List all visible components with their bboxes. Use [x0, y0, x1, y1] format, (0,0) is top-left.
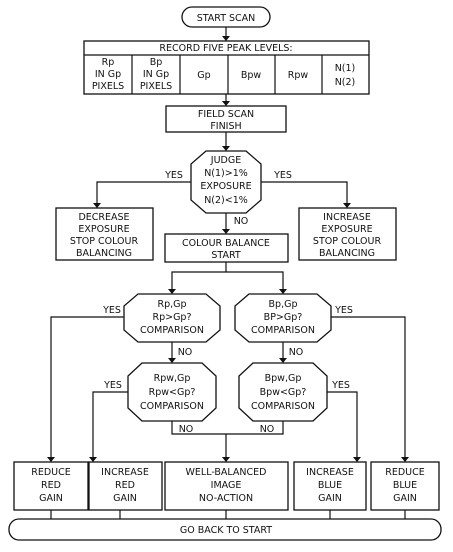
red-upper-line2: Rp>Gp? — [152, 312, 191, 323]
reduce-red-line1: REDUCE — [31, 467, 71, 478]
reduce-blue-gain-box: REDUCE BLUE GAIN — [370, 461, 440, 511]
reduce-blue-line1: REDUCE — [385, 467, 425, 478]
red-upper-no-label: NO — [178, 347, 193, 358]
blue-lower-no-label: NO — [260, 424, 275, 435]
well-balanced-line2: IMAGE — [211, 480, 242, 491]
blue-lower-yes-label: YES — [331, 380, 350, 391]
increase-red-gain-box: INCREASE RED GAIN — [88, 461, 163, 511]
record-cell-bpw: Bpw — [241, 70, 262, 81]
reduce-red-line3: GAIN — [39, 493, 63, 504]
judge-line4: N(2)<1% — [204, 195, 248, 206]
judge-exposure-decision: JUDGE N(1)>1% EXPOSURE N(2)<1% YES YES N… — [164, 150, 292, 227]
blue-upper-line3: COMPARISON — [251, 325, 315, 336]
increase-blue-line3: GAIN — [318, 493, 342, 504]
record-title: RECORD FIVE PEAK LEVELS: — [159, 43, 292, 54]
decrease-exposure-box: DECREASE EXPOSURE STOP COLOUR BALANCING — [55, 207, 154, 261]
record-cell-rpw: Rpw — [288, 70, 309, 81]
red-lower-line1: Rpw,Gp — [154, 373, 191, 384]
increase-red-line1: INCREASE — [101, 467, 149, 478]
red-lower-line2: Rpw<Gp? — [149, 387, 196, 398]
judge-no-label: NO — [234, 216, 249, 227]
increase-red-line2: RED — [115, 480, 135, 491]
decrease-exposure-line3: STOP COLOUR — [70, 236, 139, 247]
reduce-red-line2: RED — [41, 480, 61, 491]
decrease-exposure-line1: DECREASE — [78, 212, 129, 223]
record-cell-bp-line1: Bp — [150, 57, 163, 68]
well-balanced-line1: WELL-BALANCED — [186, 467, 267, 478]
blue-white-comparison-decision: Bpw,Gp Bpw<Gp? COMPARISON YES NO — [238, 362, 350, 435]
field-scan-line1: FIELD SCAN — [198, 109, 254, 120]
red-lower-line3: COMPARISON — [140, 401, 204, 412]
record-cell-rp-line3: PIXELS — [92, 81, 124, 92]
judge-yes-left-label: YES — [164, 170, 183, 181]
red-upper-line3: COMPARISON — [140, 325, 204, 336]
blue-upper-line1: Bp,Gp — [269, 299, 298, 310]
decrease-exposure-line2: EXPOSURE — [78, 224, 129, 235]
blue-upper-line2: BP>Gp? — [264, 312, 303, 323]
field-scan-finish-box: FIELD SCAN FINISH — [165, 105, 287, 133]
arrow-heads — [47, 36, 409, 462]
blue-lower-line1: Bpw,Gp — [265, 373, 302, 384]
judge-line2: N(1)>1% — [204, 168, 248, 179]
field-scan-line2: FINISH — [210, 121, 241, 132]
record-cell-gp: Gp — [197, 70, 210, 81]
blue-upper-no-label: NO — [289, 347, 304, 358]
well-balanced-image-box: WELL-BALANCED IMAGE NO-ACTION — [164, 461, 289, 511]
increase-exposure-line1: INCREASE — [323, 212, 371, 223]
red-upper-yes-label: YES — [102, 305, 121, 316]
increase-exposure-line3: STOP COLOUR — [313, 236, 382, 247]
start-scan-terminal: START SCAN — [181, 6, 271, 28]
record-cell-n2: N(2) — [335, 77, 356, 88]
record-peak-levels-box: RECORD FIVE PEAK LEVELS: Rp IN Gp PIXELS… — [83, 40, 370, 95]
colour-balance-start-box: COLOUR BALANCE START — [164, 233, 289, 263]
record-cell-rp-line1: Rp — [102, 57, 115, 68]
judge-line3: EXPOSURE — [200, 181, 251, 192]
colour-balance-line1: COLOUR BALANCE — [182, 238, 270, 249]
judge-line1: JUDGE — [210, 155, 241, 166]
increase-exposure-line4: BALANCING — [319, 248, 375, 259]
increase-exposure-line2: EXPOSURE — [321, 224, 372, 235]
record-cell-bp-line2: IN Gp — [143, 69, 169, 80]
increase-red-line3: GAIN — [113, 493, 137, 504]
reduce-blue-line3: GAIN — [393, 493, 417, 504]
reduce-red-gain-box: REDUCE RED GAIN — [13, 461, 89, 511]
red-white-comparison-decision: Rpw,Gp Rpw<Gp? COMPARISON YES NO — [103, 362, 217, 435]
increase-blue-line1: INCREASE — [306, 467, 354, 478]
start-scan-label: START SCAN — [197, 13, 256, 24]
red-upper-line1: Rp,Gp — [157, 299, 186, 310]
blue-lower-line3: COMPARISON — [251, 401, 315, 412]
connectors — [50, 27, 406, 519]
colour-balance-line2: START — [211, 250, 241, 261]
red-lower-yes-label: YES — [103, 380, 122, 391]
record-cell-bp-line3: PIXELS — [140, 81, 172, 92]
increase-blue-line2: BLUE — [318, 480, 342, 491]
judge-yes-right-label: YES — [273, 170, 292, 181]
record-cell-n1: N(1) — [335, 63, 356, 74]
well-balanced-line3: NO-ACTION — [199, 493, 253, 504]
go-back-to-start-terminal: GO BACK TO START — [8, 518, 442, 541]
red-peak-comparison-decision: Rp,Gp Rp>Gp? COMPARISON YES NO — [102, 293, 221, 358]
increase-blue-gain-box: INCREASE BLUE GAIN — [293, 461, 367, 511]
decrease-exposure-line4: BALANCING — [76, 248, 132, 259]
red-lower-no-label: NO — [179, 424, 194, 435]
record-cell-rp-line2: IN Gp — [95, 69, 121, 80]
go-back-label: GO BACK TO START — [180, 525, 272, 536]
blue-lower-line2: Bpw<Gp? — [260, 387, 307, 398]
reduce-blue-line2: BLUE — [393, 480, 417, 491]
blue-upper-yes-label: YES — [334, 305, 353, 316]
blue-peak-comparison-decision: Bp,Gp BP>Gp? COMPARISON YES NO — [234, 293, 353, 358]
increase-exposure-box: INCREASE EXPOSURE STOP COLOUR BALANCING — [298, 207, 397, 261]
